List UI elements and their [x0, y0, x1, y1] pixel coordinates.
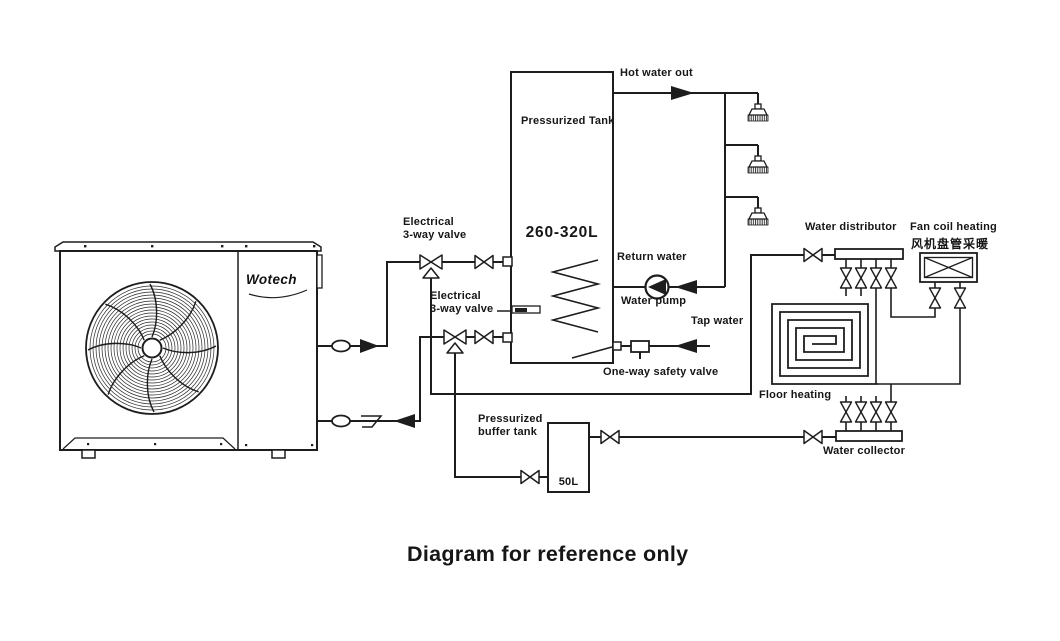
tank-port-top: [502, 256, 513, 267]
buffer-tank-label: Pressurized buffer tank: [478, 413, 543, 438]
logo-swoosh: [248, 289, 308, 299]
shutoff-valve-icon: [474, 329, 494, 345]
pressurized-tank-label: Pressurized Tank: [521, 115, 615, 127]
shutoff-valves-vertical: [839, 267, 967, 423]
shutoff-valve-icon: [803, 247, 823, 263]
shutoff-valve-icon: [854, 401, 868, 423]
tap-water-label: Tap water: [691, 315, 744, 327]
shower-head-icon: [747, 103, 769, 122]
arrow-right-icon: [671, 86, 694, 100]
shutoff-valve-icon: [869, 401, 883, 423]
rail-rivets: [87, 443, 314, 447]
floor-heating-coil: [771, 303, 878, 385]
shutoff-valves-horizontal: [474, 247, 823, 485]
inline-components: [331, 274, 670, 428]
one-way-safety-valve-label: One-way safety valve: [603, 366, 719, 378]
pressurized-tank: [502, 71, 622, 364]
arrow-left-icon: [394, 414, 415, 428]
water-collector-label: Water collector: [823, 445, 906, 457]
water-distributor-bar: [834, 248, 904, 260]
three-way-valve-icon: [443, 329, 467, 354]
fan-coil-unit: [919, 252, 978, 283]
buffer-tank: [547, 422, 590, 493]
electrical-3way-valve-bottom-label: Electrical 3-way valve: [430, 290, 494, 315]
dip-tube: [571, 346, 613, 359]
diagram-caption: Diagram for reference only: [407, 542, 689, 566]
foot-left: [81, 449, 96, 459]
heat-pump-body: [59, 250, 318, 451]
buffer-capacity-label: 50L: [558, 476, 579, 488]
return-water-label: Return water: [617, 251, 687, 263]
check-valve-icon: [361, 415, 383, 428]
shower-head-icon: [747, 207, 769, 226]
one-way-safety-valve-icon: [630, 340, 650, 353]
shower-heads: [747, 103, 769, 226]
shutoff-valve-icon: [884, 267, 898, 289]
shower-head-icon: [747, 155, 769, 174]
brand-logo: Wotech: [246, 272, 297, 287]
arrow-left-icon: [675, 280, 697, 294]
hot-water-out-label: Hot water out: [620, 67, 693, 79]
fan-grille-icon: [85, 281, 219, 415]
water-distributor-label: Water distributor: [805, 221, 897, 233]
arrow-right-icon: [360, 339, 379, 353]
fan-coil-heating-label: Fan coil heating: [910, 221, 997, 233]
union-icon: [331, 339, 351, 353]
shutoff-valve-icon: [884, 401, 898, 423]
three-way-valve-icon: [419, 254, 443, 279]
fan-coil-heating-zh-label: 风机盘管采暖: [911, 237, 990, 251]
cap-rivets: [84, 245, 316, 248]
tank-port-mid: [502, 332, 513, 343]
shutoff-valve-icon: [953, 287, 967, 309]
shutoff-valve-icon: [928, 287, 942, 309]
tank-capacity-label: 260-320L: [525, 224, 599, 241]
water-collector-bar: [835, 430, 903, 442]
heat-exchanger-coil: [549, 259, 602, 333]
floor-heating-label: Floor heating: [759, 389, 832, 401]
shutoff-valve-icon: [839, 267, 853, 289]
shutoff-valve-icon: [803, 429, 823, 445]
shutoff-valve-icon: [474, 254, 494, 270]
heat-pump-unit: [54, 241, 323, 459]
side-bracket: [316, 254, 323, 289]
electrical-3way-valve-top-label: Electrical 3-way valve: [403, 216, 467, 241]
water-pump-label: Water pump: [621, 295, 687, 307]
arrow-left-icon: [675, 339, 697, 353]
shutoff-valve-icon: [839, 401, 853, 423]
heat-pump-top-cap: [54, 241, 322, 252]
shutoff-valve-icon: [854, 267, 868, 289]
shutoff-valve-icon: [869, 267, 883, 289]
union-icon: [331, 414, 351, 428]
flow-arrows: [360, 86, 697, 428]
shutoff-valve-icon: [520, 469, 540, 485]
bottom-rail: [62, 437, 236, 450]
foot-right: [271, 449, 286, 459]
tank-port-tap: [612, 341, 622, 351]
shutoff-valve-icon: [600, 429, 620, 445]
